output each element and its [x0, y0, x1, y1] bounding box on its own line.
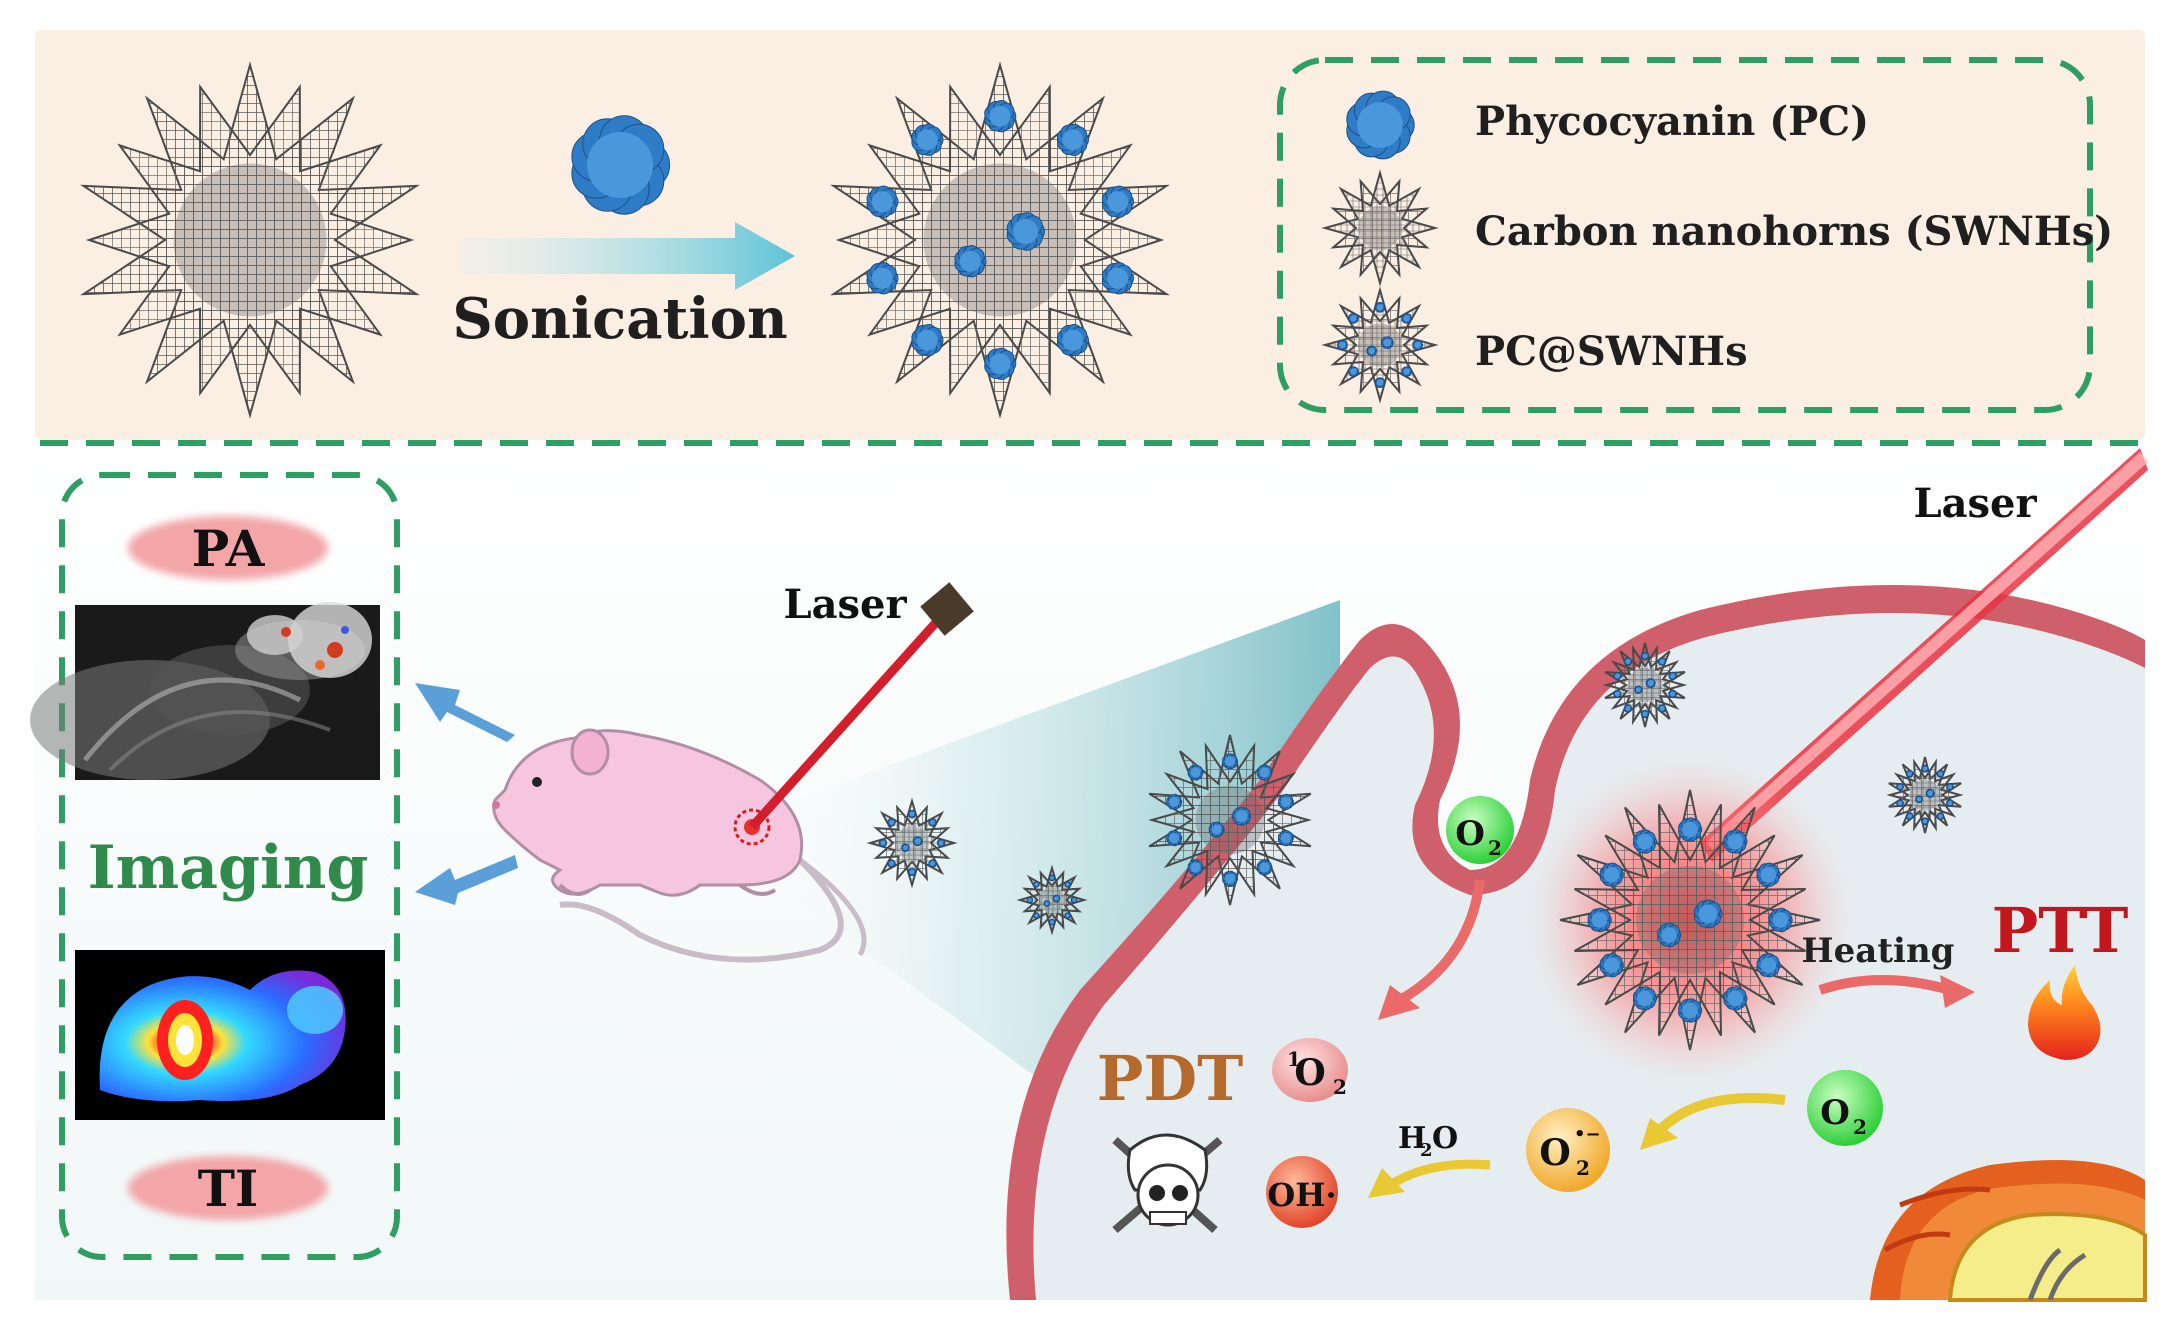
phycocyanin-protein	[571, 115, 671, 215]
legend-phycocyanin-icon	[1346, 90, 1415, 160]
svg-text:OH·: OH·	[1267, 1176, 1336, 1214]
hydroxyl-radical: OH·	[1266, 1156, 1338, 1228]
svg-text:O: O	[1539, 1132, 1570, 1174]
bare-nanohorn	[80, 61, 420, 419]
arrow-superoxide-to-hydroxyl	[1387, 1159, 1491, 1189]
svg-text:1: 1	[1287, 1047, 1301, 1071]
pa-image	[30, 602, 380, 780]
ti-label: TI	[198, 1159, 259, 1218]
cell-pc-swnh	[1602, 642, 1688, 728]
heating-label: Heating	[1802, 931, 1955, 971]
singlet-oxygen: 1 O 2	[1272, 1038, 1348, 1102]
svg-text:2: 2	[1576, 1156, 1590, 1180]
legend-nanohorn-icon	[1321, 169, 1439, 287]
cell-laser-label: Laser	[1913, 480, 2037, 527]
oxygen-molecule-top: O 2	[1446, 796, 1514, 864]
water-label: H 2 O	[1398, 1121, 1458, 1161]
cell-pc-swnh	[1148, 734, 1312, 906]
superoxide-radical: O 2 •−	[1526, 1108, 1610, 1192]
imaging-title: Imaging	[88, 833, 369, 903]
arrow-o2-to-singlet	[1397, 879, 1485, 1005]
ptt-label: PTT	[1992, 894, 2129, 967]
arrow-to-ti	[415, 855, 518, 905]
laser-emitter-icon	[920, 582, 974, 636]
svg-text:O: O	[1455, 814, 1485, 854]
legend-label-nanohorn: Carbon nanohorns (SWNHs)	[1475, 208, 2113, 255]
svg-text:2: 2	[1333, 1075, 1347, 1099]
arrow-o2-to-superoxide	[1656, 1093, 1786, 1134]
arrow-to-pa	[415, 683, 515, 742]
svg-text:H: H	[1398, 1121, 1426, 1156]
mouse-laser-beam	[748, 614, 944, 831]
irradiated-pc-swnh	[1559, 789, 1821, 1051]
nucleus	[1870, 1160, 2147, 1302]
svg-text:O: O	[1432, 1121, 1458, 1156]
svg-text:2: 2	[1420, 1140, 1433, 1161]
loaded-nanohorn	[830, 61, 1170, 419]
svg-text:O: O	[1820, 1093, 1850, 1133]
free-pc-swnh	[866, 797, 958, 889]
legend-label-pc-swnh: PC@SWNHs	[1475, 328, 1748, 375]
svg-text:2: 2	[1853, 1115, 1867, 1139]
sonication-arrow	[460, 222, 795, 290]
ti-image	[75, 950, 385, 1120]
heating-arrow	[1818, 975, 1952, 995]
svg-text:2: 2	[1488, 836, 1502, 860]
legend-pc-swnh-icon	[1321, 286, 1439, 404]
mouse	[492, 728, 867, 963]
svg-text:O: O	[1294, 1052, 1325, 1094]
oxygen-molecule-right: O 2	[1807, 1070, 1883, 1146]
ti-pill	[128, 1156, 328, 1220]
imaging-box	[59, 472, 400, 1260]
pa-label: PA	[192, 519, 266, 578]
skull-icon	[1112, 1133, 1223, 1234]
sonication-label: Sonication	[452, 286, 787, 352]
cell-pc-swnh	[1886, 756, 1964, 834]
free-pc-swnh	[1016, 864, 1088, 936]
legend-label-phycocyanin: Phycocyanin (PC)	[1475, 98, 1869, 145]
flame-icon	[2028, 965, 2101, 1060]
legend-box	[1277, 57, 2093, 413]
mouse-laser-label: Laser	[783, 581, 907, 628]
pa-pill	[128, 516, 328, 580]
pdt-label: PDT	[1097, 1042, 1244, 1115]
svg-text:•−: •−	[1574, 1124, 1601, 1145]
